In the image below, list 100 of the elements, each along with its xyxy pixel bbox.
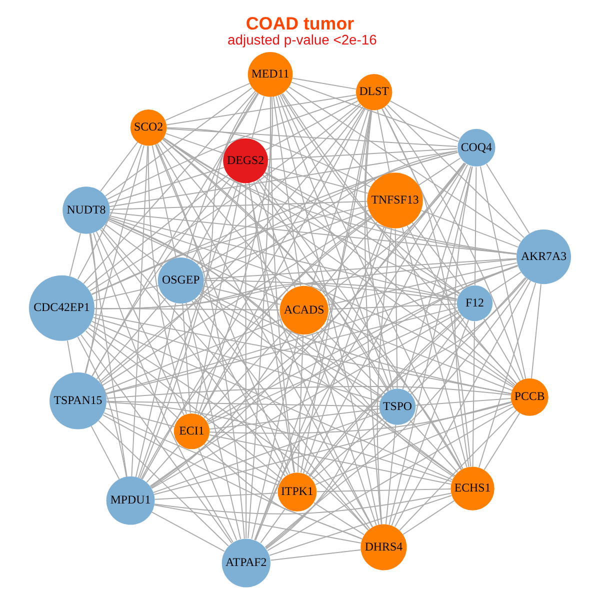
connector <box>150 162 466 488</box>
connector <box>530 284 542 379</box>
node-circle: MED11 <box>248 52 293 97</box>
connector <box>489 272 522 294</box>
connector <box>140 216 374 480</box>
connector <box>257 180 388 392</box>
node-circle: CDC42EP1 <box>28 275 94 341</box>
connector <box>302 226 387 474</box>
connector <box>85 232 98 374</box>
connector <box>377 109 390 174</box>
connector <box>160 140 288 292</box>
connector <box>311 109 369 287</box>
node-circle: NUDT8 <box>62 186 110 234</box>
connector <box>186 302 242 540</box>
connector <box>164 82 250 121</box>
connector <box>104 318 282 391</box>
connector <box>389 100 460 139</box>
node-circle: OSGEP <box>158 257 204 304</box>
node-circle: DEGS2 <box>223 138 268 184</box>
connector <box>89 233 128 478</box>
node-circle: ECI1 <box>174 413 210 450</box>
connector <box>139 92 257 479</box>
connector <box>251 334 300 540</box>
connector <box>267 166 368 194</box>
connector <box>108 166 224 204</box>
connector <box>313 502 365 536</box>
connector <box>364 110 382 525</box>
connector <box>269 495 452 556</box>
connector <box>200 292 382 398</box>
connector <box>288 86 522 242</box>
connector <box>106 386 512 399</box>
node-circle: ECHS1 <box>450 466 494 510</box>
connector <box>207 265 518 423</box>
connector <box>138 182 239 478</box>
connector <box>388 166 473 526</box>
connector <box>391 320 469 526</box>
connector <box>156 144 245 540</box>
connector <box>480 166 526 380</box>
connector <box>316 331 454 478</box>
connector <box>206 162 465 422</box>
connector <box>209 408 380 430</box>
node-circle: DHRS4 <box>360 524 407 570</box>
connector <box>324 162 466 297</box>
connector <box>478 282 536 468</box>
connector <box>251 96 265 140</box>
node-circle: TNFSF13 <box>367 172 423 228</box>
connector <box>152 412 381 494</box>
node-circle: AKR7A3 <box>516 230 572 284</box>
connector <box>292 78 356 90</box>
connector <box>282 93 518 384</box>
connector <box>265 100 359 151</box>
connector <box>264 278 528 548</box>
connector <box>196 104 362 265</box>
connector <box>154 492 452 514</box>
connector <box>386 104 524 238</box>
connector <box>66 340 74 374</box>
connector <box>105 307 458 395</box>
connector <box>270 549 362 561</box>
connector <box>100 228 286 477</box>
connector <box>89 103 360 292</box>
connector <box>94 258 517 310</box>
connector <box>290 82 459 142</box>
connector <box>254 163 466 540</box>
connector <box>92 316 381 402</box>
connector <box>162 138 515 387</box>
connector <box>131 145 148 477</box>
connector <box>264 172 517 254</box>
connector <box>381 108 468 288</box>
connector <box>194 298 370 530</box>
connector <box>248 96 272 539</box>
connector <box>92 232 234 543</box>
connector <box>104 224 163 268</box>
connector <box>163 137 459 296</box>
connector <box>265 420 387 548</box>
connector <box>90 426 120 480</box>
connector <box>106 97 358 200</box>
connector <box>105 408 175 428</box>
connector <box>182 302 191 414</box>
connector <box>204 328 288 418</box>
connector <box>80 334 232 544</box>
connector <box>204 280 458 302</box>
connector <box>266 314 462 550</box>
connector <box>90 324 369 531</box>
node-circle: ACADS <box>280 286 328 335</box>
connector <box>104 412 279 486</box>
connector <box>186 92 258 258</box>
connector <box>150 330 292 488</box>
connector <box>108 215 458 300</box>
connector <box>278 94 392 390</box>
connector <box>106 402 452 482</box>
connector <box>192 300 288 476</box>
connector <box>96 231 184 416</box>
connector <box>152 145 177 258</box>
connector <box>204 444 363 540</box>
connector <box>154 492 278 500</box>
connector <box>100 142 138 192</box>
connector <box>162 138 462 470</box>
connector <box>94 283 458 310</box>
connector <box>154 401 512 495</box>
connector <box>106 400 380 407</box>
